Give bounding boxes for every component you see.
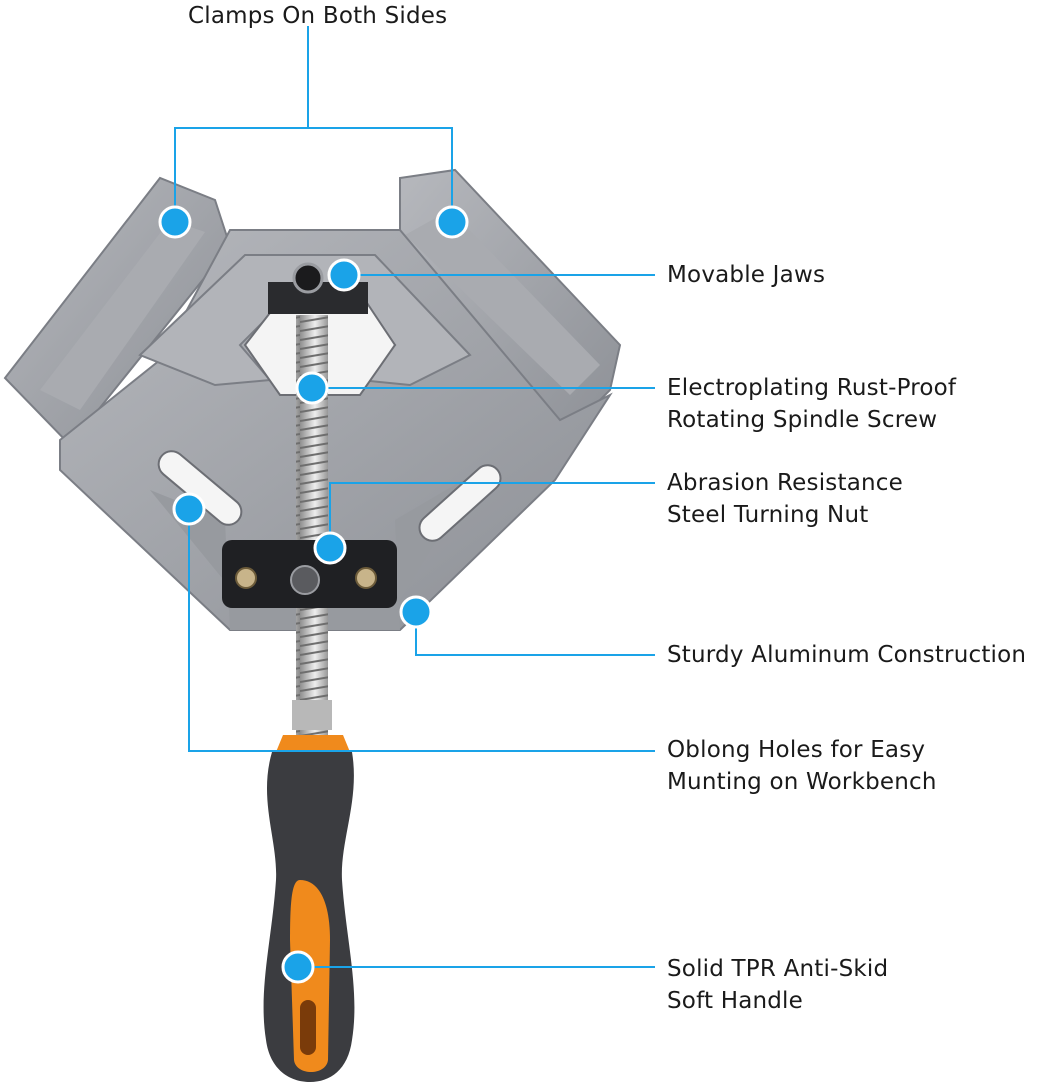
nut-screw-right <box>355 567 377 589</box>
callout-dot-holes <box>172 492 206 526</box>
clamp-base <box>150 470 480 630</box>
callout-line-top-bracket <box>174 127 453 220</box>
callout-dot-nut <box>313 531 347 565</box>
label-holes-line2: Munting on Workbench <box>667 769 937 795</box>
label-aluminum: Sturdy Aluminum Construction <box>667 642 1027 668</box>
callout-dot-aluminum <box>399 595 433 629</box>
handle-hang-slot <box>300 1000 316 1055</box>
label-nut-line2: Steel Turning Nut <box>667 502 869 528</box>
label-movable-jaws: Movable Jaws <box>667 262 826 288</box>
callout-line-nut <box>329 482 655 548</box>
callout-dot-clamp-right <box>435 205 469 239</box>
label-nut-line1: Abrasion Resistance <box>667 470 903 496</box>
label-handle-line1: Solid TPR Anti-Skid <box>667 956 889 982</box>
callout-dot-clamp-left <box>158 205 192 239</box>
jaw-hole <box>292 262 324 294</box>
nut-center-hole <box>290 565 320 595</box>
callout-line-holes <box>188 509 655 752</box>
right-oblong-hole <box>418 464 502 542</box>
nut-screw-left <box>235 567 257 589</box>
label-clamps-both-sides: Clamps On Both Sides <box>188 3 448 29</box>
handle-collar <box>276 735 350 752</box>
left-jaw-groove <box>40 220 205 410</box>
callout-lines <box>174 26 655 968</box>
callout-dot-handle <box>281 950 315 984</box>
label-spindle-line2: Rotating Spindle Screw <box>667 407 938 433</box>
callout-dot-spindle <box>295 371 329 405</box>
label-handle-line2: Soft Handle <box>667 988 803 1014</box>
callout-dots <box>158 205 469 984</box>
callout-dot-jaws <box>327 258 361 292</box>
label-spindle-line1: Electroplating Rust-Proof <box>667 375 957 401</box>
screw-collar <box>292 700 332 730</box>
callout-line-aluminum <box>415 612 655 656</box>
label-holes-line1: Oblong Holes for Easy <box>667 737 926 763</box>
right-jaw-groove <box>405 210 600 395</box>
